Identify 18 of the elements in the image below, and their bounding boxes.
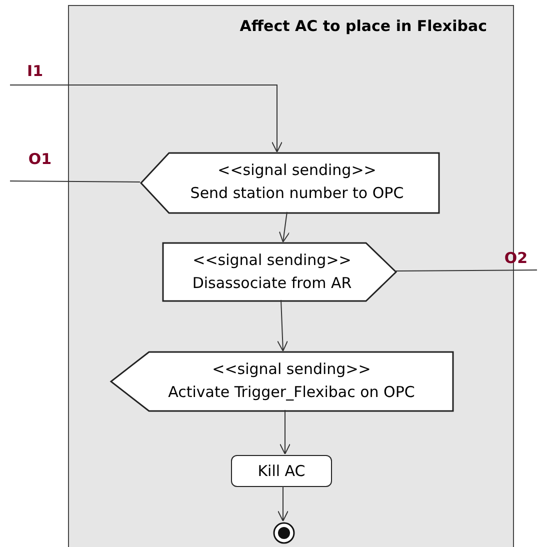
connector-line [10, 180, 140, 182]
action-box [231, 455, 332, 487]
action-text: Kill AC [258, 462, 306, 480]
arrow [277, 300, 288, 352]
action-text: Activate Trigger_Flexibac on OPC [167, 382, 416, 403]
arrow [10, 84, 282, 152]
panel-title: Affect AC to place in Flexibac [240, 17, 487, 35]
port-label: O1 [28, 150, 52, 168]
connector-line [394, 270, 538, 272]
arrow [278, 486, 288, 522]
stereotype-text: <<signal sending>> [211, 359, 372, 380]
action-text: Disassociate from AR [191, 273, 353, 294]
arrow [278, 212, 290, 242]
arrow [280, 410, 290, 454]
stereotype-text: <<signal sending>> [192, 250, 352, 271]
action-text: Send station number to OPC [189, 183, 405, 204]
stereotype-text: <<signal sending>> [216, 160, 378, 181]
port-label: I1 [26, 62, 44, 80]
